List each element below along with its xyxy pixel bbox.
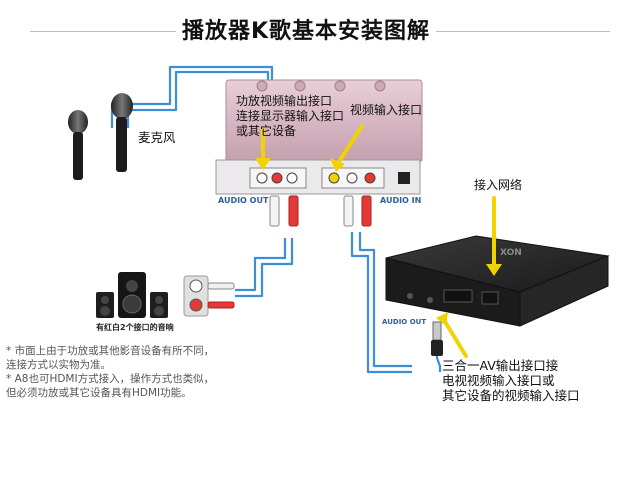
audio-out-label: AUDIO OUT	[218, 196, 269, 205]
amp-to-box-cable	[350, 232, 412, 374]
note-line-1: * 市面上由于功放或其他影音设备有所不同，	[6, 345, 215, 357]
arrow-network-head	[486, 264, 502, 276]
diagram-title: 播放器K歌基本安装图解	[176, 14, 436, 50]
microphone-label: 麦克风	[138, 130, 176, 145]
note-line-3: * A8也可HDMI方式接入，操作方式也类似，	[6, 373, 215, 385]
box-audio-out-label: AUDIO OUT	[382, 318, 427, 326]
arrow-av-output	[442, 318, 468, 358]
av-output-label-line-1: 三合一AV输出接口接	[442, 358, 559, 373]
tv-box	[385, 235, 610, 327]
title-bar: 播放器K歌基本安装图解	[0, 14, 640, 50]
microphone-left	[68, 110, 88, 180]
box-brand: XON	[500, 248, 522, 258]
amp-output-label-line-3: 或其它设备	[236, 124, 297, 138]
amp-output-label-line-2: 连接显示器输入接口	[236, 109, 345, 123]
amplifier	[215, 79, 423, 195]
note-line-2: 连接方式以实物为准。	[6, 359, 111, 371]
arrow-av-output-head	[436, 312, 448, 326]
arrow-video-input	[338, 124, 364, 162]
speaker-caption: 有红白2个接口的音响	[96, 323, 174, 332]
speaker-system	[96, 272, 168, 318]
amp-output-label-line-1: 功放视频输出接口	[236, 94, 333, 108]
note-line-4: 但必须功放或其它设备具有HDMI功能。	[6, 387, 192, 399]
av-output-label-line-3: 其它设备的视频输入接口	[442, 388, 580, 403]
network-label: 接入网络	[474, 178, 523, 192]
speaker-jacks	[183, 275, 235, 317]
amp-to-box-cable-2	[358, 232, 412, 368]
amp-to-speaker-cable	[235, 238, 287, 292]
amp-to-speaker-cable-2	[235, 238, 294, 298]
av-output-label-line-2: 电视视频输入接口或	[442, 373, 555, 388]
video-input-label: 视频输入接口	[350, 103, 423, 117]
arrow-amp-output-head	[255, 158, 271, 170]
audio-in-label: AUDIO IN	[380, 196, 422, 205]
microphone-right	[111, 93, 133, 172]
yellow-arrows	[255, 124, 502, 358]
amp-rca-plugs	[269, 195, 372, 227]
av-plug	[431, 321, 443, 356]
arrow-video-input-head	[330, 158, 345, 172]
